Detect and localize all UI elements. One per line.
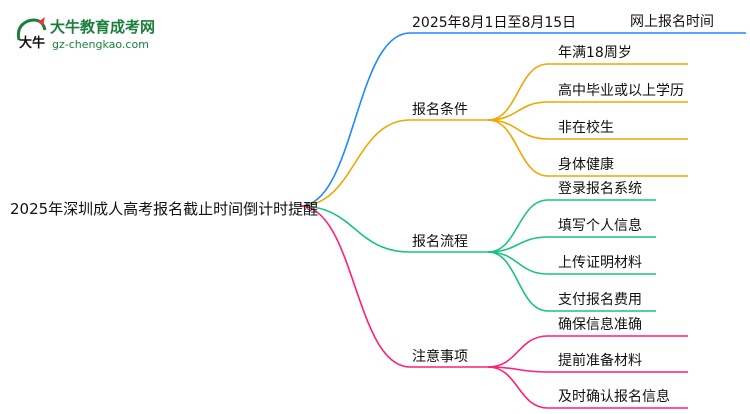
branch-connector-time — [299, 32, 411, 207]
leaf-connector-conditions-3 — [487, 119, 549, 177]
leaf-connector-notes-1 — [487, 366, 549, 373]
leaf-label-process-1: 填写个人信息 — [558, 217, 642, 234]
leaf-label-notes-1: 提前准备材料 — [558, 352, 642, 369]
leaf-connector-notes-0 — [487, 335, 549, 368]
leaf-label-conditions-0: 年满18周岁 — [558, 45, 632, 61]
logo-url: gz-chengkao.com — [52, 38, 149, 51]
branch-connector-notes — [299, 205, 411, 368]
leaf-label-conditions-3: 身体健康 — [558, 156, 614, 173]
leaf-connector-conditions-0 — [487, 63, 549, 121]
leaf-connector-conditions-1 — [487, 101, 549, 121]
branch-label-notes: 注意事项 — [412, 348, 468, 365]
branch-label-conditions: 报名条件 — [412, 101, 468, 118]
connector-lines — [299, 32, 746, 409]
leaf-connector-process-2 — [487, 251, 549, 275]
niu-logo-icon: 大牛 — [16, 17, 47, 51]
logo-title: 大牛教育成考网 — [50, 18, 156, 36]
site-logo: 大牛 大牛教育成考网 gz-chengkao.com — [14, 14, 194, 56]
leaf-label-notes-0: 确保信息准确 — [558, 316, 642, 333]
leaf-label-notes-2: 及时确认报名信息 — [558, 388, 670, 405]
leaf-label-process-2: 上传证明材料 — [558, 255, 642, 271]
branch-connector-process — [299, 205, 411, 253]
branch-label-process: 报名流程 — [412, 234, 468, 250]
root-label: 2025年深圳成人高考报名截止时间倒计时提醒 — [10, 200, 318, 218]
leaf-connector-notes-2 — [487, 366, 549, 409]
leaf-label-process-3: 支付报名费用 — [558, 292, 642, 308]
leaf-connector-process-1 — [487, 236, 549, 253]
leaf-label-conditions-2: 非在校生 — [558, 119, 614, 136]
leaf-label-process-0: 登录报名系统 — [558, 181, 642, 197]
leaf-connector-process-0 — [487, 199, 549, 253]
branch-label-time: 2025年8月1日至8月15日 — [412, 15, 576, 31]
node-labels: 2025年深圳成人高考报名截止时间倒计时提醒 2025年8月1日至8月15日 网上报… — [10, 14, 714, 405]
leaf-label-conditions-1: 高中毕业或以上学历 — [558, 82, 684, 99]
branch-connector-conditions — [299, 119, 411, 207]
leaf-label-time-0: 网上报名时间 — [630, 14, 714, 30]
logo-mark-text: 大牛 — [19, 35, 45, 51]
leaf-connector-process-3 — [487, 251, 549, 312]
